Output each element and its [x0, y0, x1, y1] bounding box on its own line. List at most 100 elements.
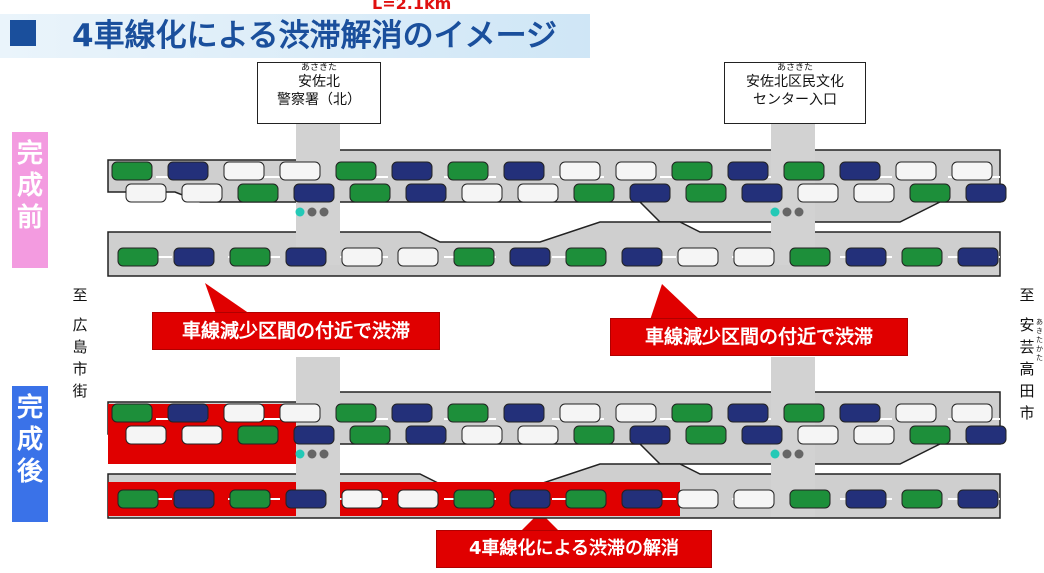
- before-signal-green-light: [295, 207, 305, 217]
- before-car-icon: [901, 247, 943, 267]
- before-car-icon: [951, 161, 993, 181]
- after-lane-dash: [660, 498, 676, 500]
- before-car-icon: [117, 247, 159, 267]
- after-car-icon: [461, 425, 503, 445]
- after-car-icon: [349, 425, 391, 445]
- before-lane-dash: [444, 256, 460, 258]
- before-signal-green-light: [770, 207, 780, 217]
- after-lane-dash: [660, 418, 676, 420]
- before-car-icon: [895, 161, 937, 181]
- after-lane-dash: [156, 418, 172, 420]
- before-car-icon: [285, 247, 327, 267]
- before-car-icon: [279, 161, 321, 181]
- callout-pointer-right: [650, 284, 700, 320]
- after-car-icon: [447, 403, 489, 423]
- before-car-icon: [229, 247, 271, 267]
- after-car-icon: [181, 425, 223, 445]
- right-destination-place: 安芸高田市: [1019, 316, 1035, 422]
- after-car-icon: [797, 425, 839, 445]
- after-car-icon: [125, 425, 167, 445]
- right-destination-to: 至: [1019, 286, 1035, 304]
- before-car-icon: [671, 161, 713, 181]
- before-car-icon: [789, 247, 831, 267]
- before-car-icon: [685, 183, 727, 203]
- after-car-icon: [741, 425, 783, 445]
- title-banner: [0, 14, 590, 58]
- before-car-icon: [509, 247, 551, 267]
- before-lane-dash: [876, 176, 892, 178]
- intersection-label-2: あさきた 安佐北区民文化 センター入口: [724, 62, 866, 124]
- before-lane-dash: [156, 176, 172, 178]
- intersection-1-name-2: 警察署（北）: [277, 92, 361, 108]
- after-lane-dash: [264, 418, 280, 420]
- after-car-icon: [335, 403, 377, 423]
- left-destination-to: 至: [72, 286, 88, 304]
- after-car-icon: [279, 403, 321, 423]
- before-car-icon: [453, 247, 495, 267]
- after-car-icon: [565, 489, 607, 509]
- after-car-icon: [223, 403, 265, 423]
- after-car-icon: [615, 403, 657, 423]
- before-tag-text: 完成前: [17, 139, 44, 233]
- before-car-icon: [965, 183, 1007, 203]
- before-car-icon: [341, 247, 383, 267]
- congestion-callout-right: 車線減少区間の付近で渋滞: [610, 318, 908, 356]
- before-car-icon: [111, 161, 153, 181]
- before-car-icon: [559, 161, 601, 181]
- before-car-icon: [573, 183, 615, 203]
- before-car-icon: [733, 247, 775, 267]
- after-car-icon: [453, 489, 495, 509]
- before-car-icon: [629, 183, 671, 203]
- after-car-icon: [965, 425, 1007, 445]
- before-car-icon: [783, 161, 825, 181]
- before-car-icon: [391, 161, 433, 181]
- intersection-label-1: あさきた 安佐北 警察署（北）: [257, 62, 381, 124]
- callout-pointer-left: [205, 283, 250, 314]
- before-car-icon: [845, 247, 887, 267]
- after-car-icon: [629, 425, 671, 445]
- after-car-icon: [293, 425, 335, 445]
- before-car-icon: [181, 183, 223, 203]
- before-signal-light: [782, 207, 792, 217]
- before-lane-dash: [552, 256, 568, 258]
- before-car-icon: [839, 161, 881, 181]
- after-car-icon: [167, 403, 209, 423]
- before-car-icon: [405, 183, 447, 203]
- after-lane-dash: [948, 498, 964, 500]
- after-tag-text: 完成後: [17, 393, 44, 487]
- title-bullet-square: [10, 20, 36, 46]
- before-car-icon: [173, 247, 215, 267]
- length-label: L=2.1km: [372, 0, 452, 13]
- before-car-icon: [349, 183, 391, 203]
- after-car-icon: [391, 403, 433, 423]
- before-lane-dash: [372, 176, 388, 178]
- intersection-1-name: 安佐北: [298, 74, 340, 90]
- before-lane-dash: [948, 256, 964, 258]
- after-lane-dash: [876, 418, 892, 420]
- before-car-icon: [167, 161, 209, 181]
- after-tag: 完成後: [12, 386, 48, 522]
- intersection-1-ruby: あさきた: [300, 63, 337, 73]
- before-car-icon: [335, 161, 377, 181]
- after-car-icon: [853, 425, 895, 445]
- after-car-icon: [957, 489, 999, 509]
- after-car-icon: [895, 403, 937, 423]
- after-car-icon: [733, 489, 775, 509]
- page-title: 4車線化による渋滞解消のイメージ: [72, 18, 558, 54]
- before-car-icon: [447, 161, 489, 181]
- after-lane-dash: [552, 498, 568, 500]
- after-signal-green-light: [295, 449, 305, 459]
- before-car-icon: [503, 161, 545, 181]
- before-car-icon: [677, 247, 719, 267]
- before-car-icon: [223, 161, 265, 181]
- before-signal-light: [307, 207, 317, 217]
- after-car-icon: [839, 403, 881, 423]
- after-car-icon: [517, 425, 559, 445]
- intersection-2-ruby: あさきた: [776, 63, 813, 73]
- after-car-icon: [783, 403, 825, 423]
- before-lane-dash: [660, 256, 676, 258]
- after-car-icon: [559, 403, 601, 423]
- after-car-icon: [789, 489, 831, 509]
- after-car-icon: [397, 489, 439, 509]
- resolution-callout: 4車線化による渋滞の解消: [436, 530, 712, 568]
